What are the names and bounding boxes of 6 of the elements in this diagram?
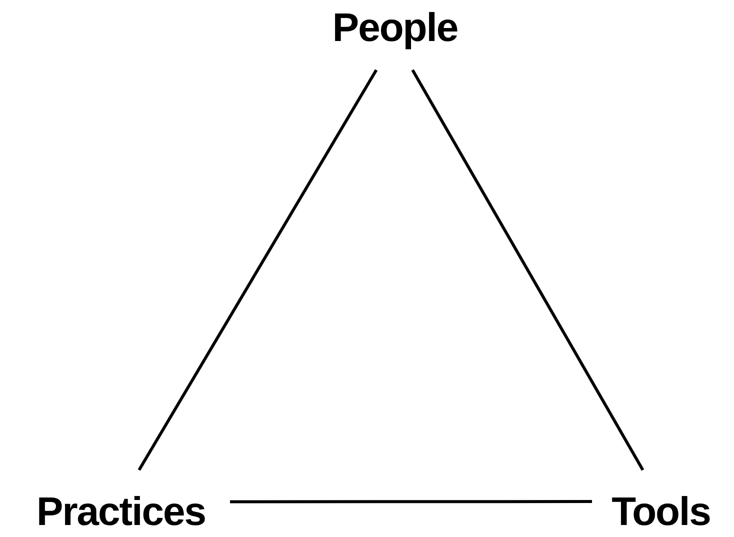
connector-line (230, 500, 592, 504)
connector-line (411, 69, 644, 471)
node-label: People (332, 8, 458, 48)
node-label: Tools (612, 492, 710, 532)
node-label: Practices (36, 492, 206, 532)
connector-line (138, 69, 378, 471)
